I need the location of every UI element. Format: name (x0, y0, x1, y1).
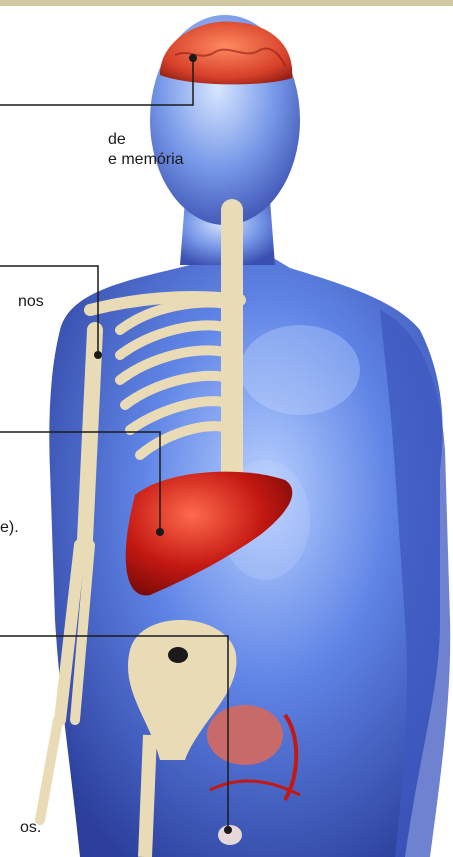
liver-leader-dot (156, 528, 164, 536)
skeleton-label: nos (18, 292, 44, 312)
liver-label: e). (0, 518, 19, 538)
pelvis-leader-dot (224, 826, 232, 834)
brain-leader-dot (189, 54, 197, 62)
pelvis-label: os. (20, 818, 41, 838)
skeleton-leader-dot (94, 351, 102, 359)
